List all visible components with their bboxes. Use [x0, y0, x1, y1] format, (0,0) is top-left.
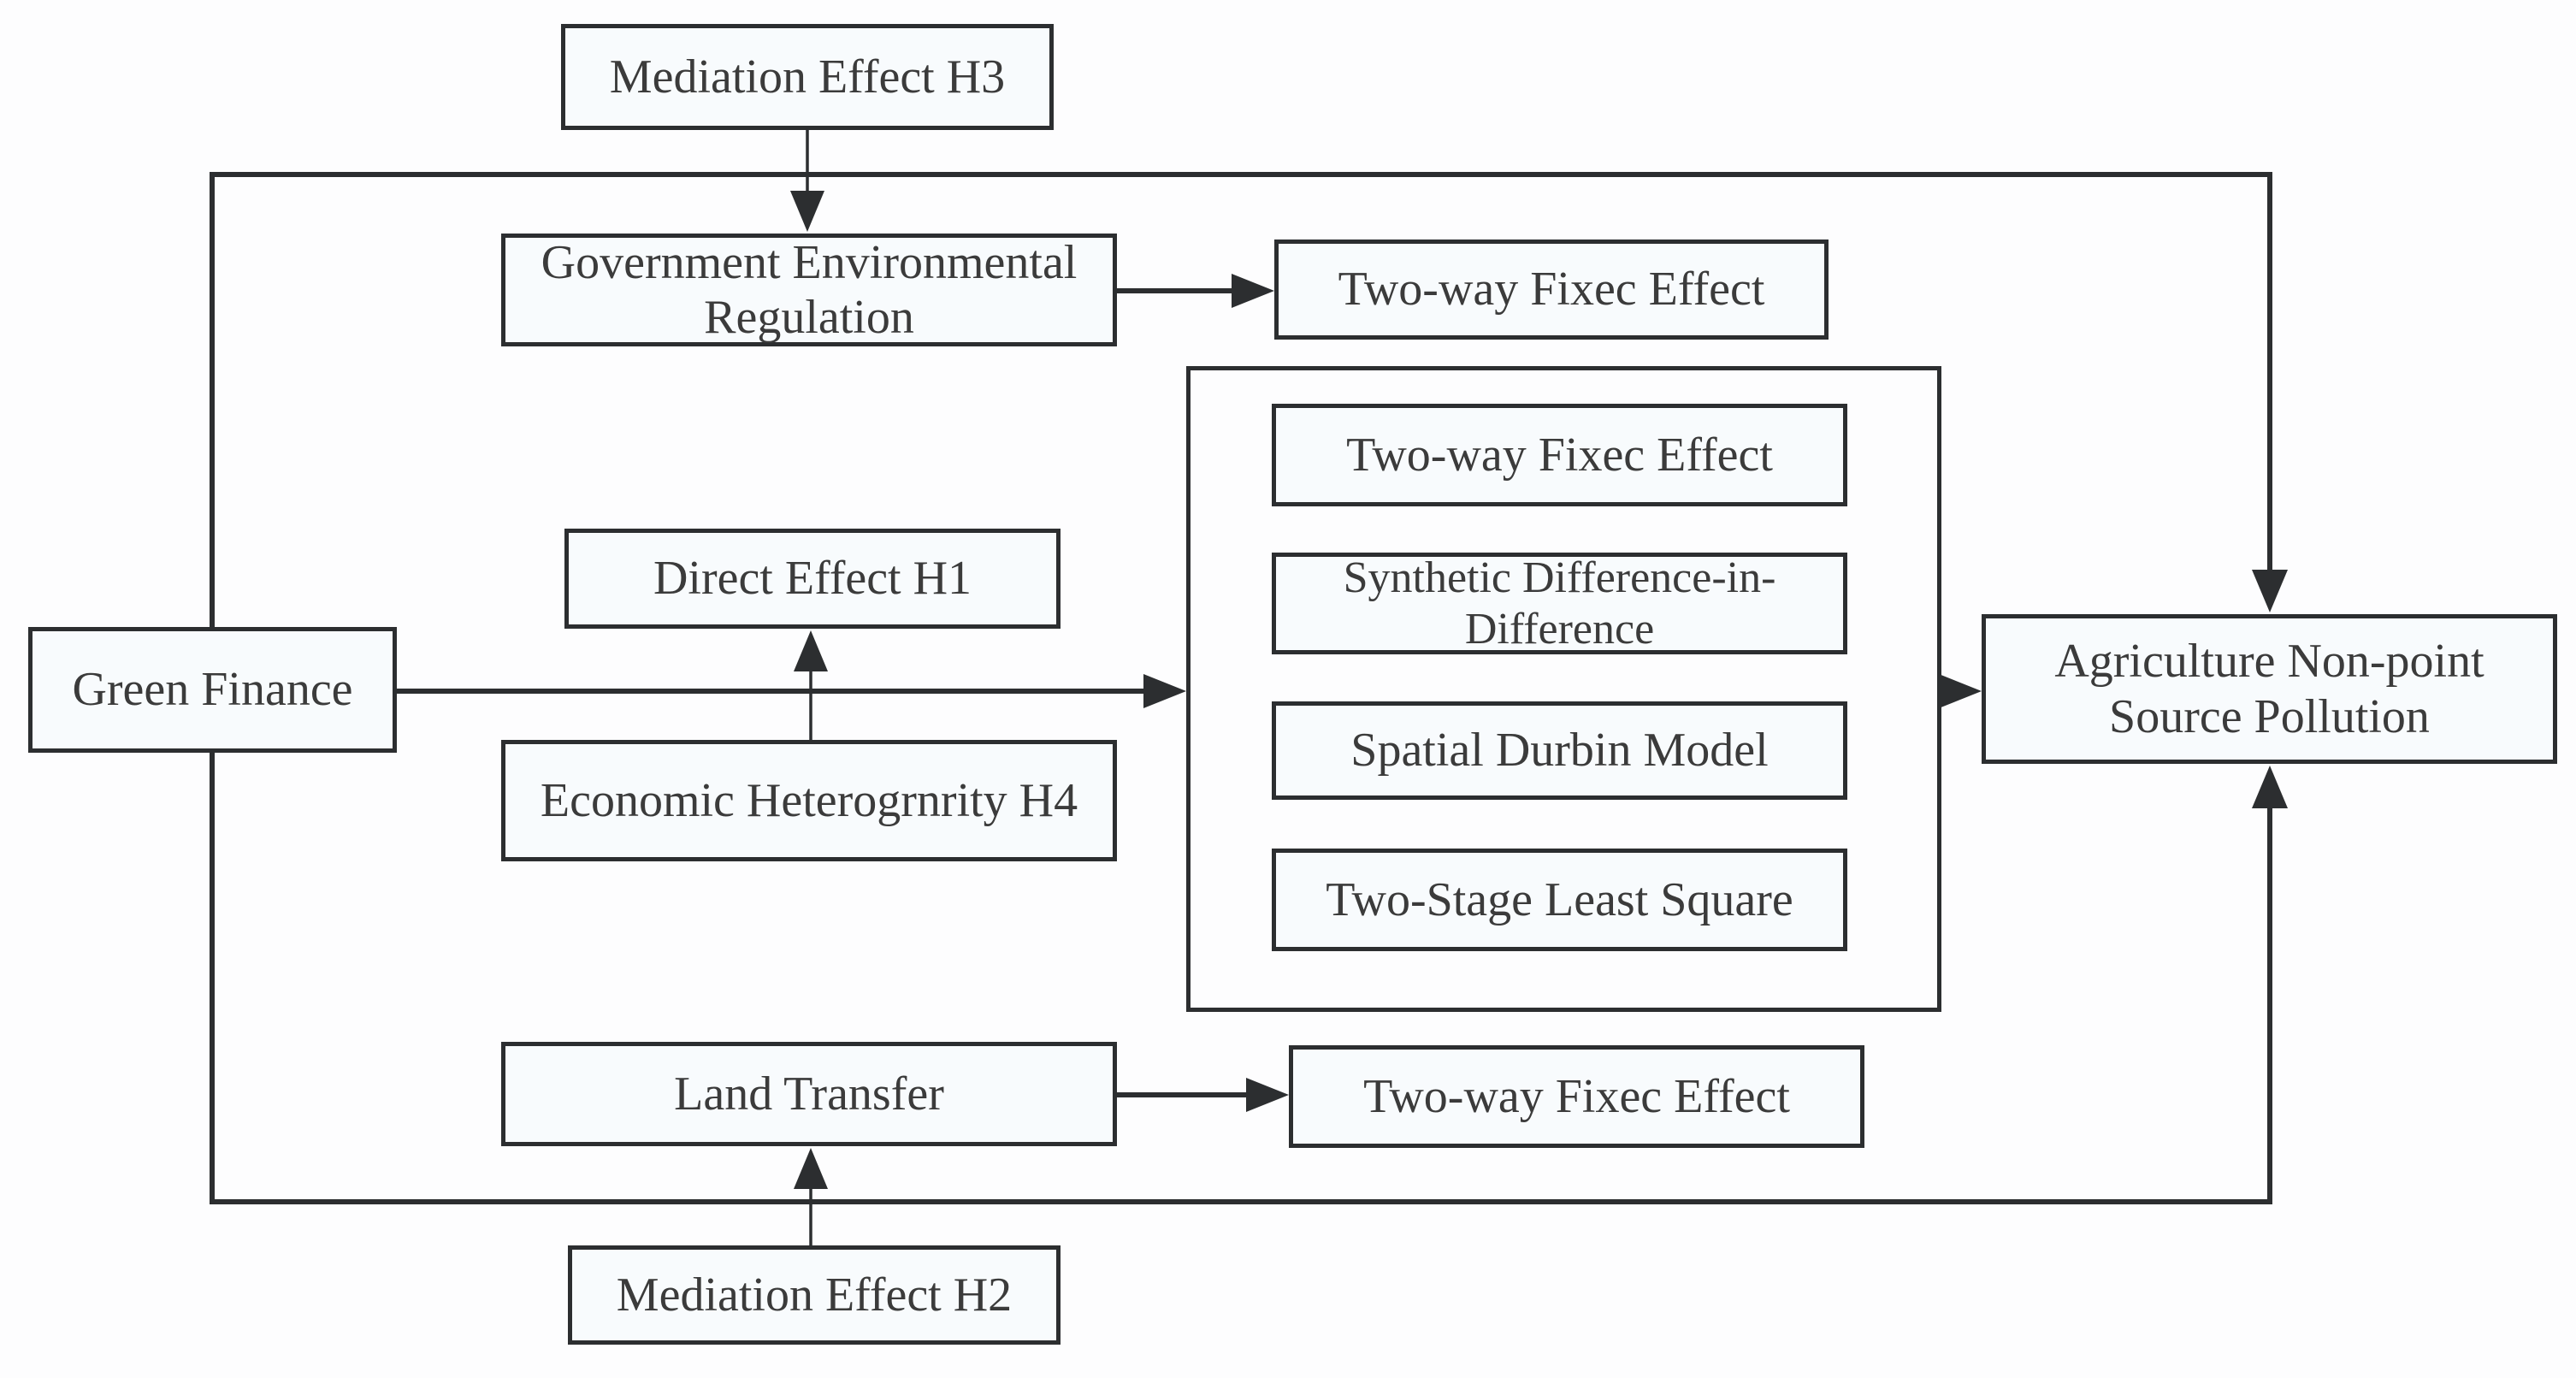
edge-economic-h4-to-direct-h1 [794, 630, 828, 740]
node-label: Green Finance [72, 663, 353, 717]
node-agriculture-nonpoint-source-pollution: Agriculture Non-point Source Pollution [1982, 614, 2557, 764]
node-government-environmental-regulation: Government Environmental Regulation [501, 234, 1117, 346]
edge-land-transfer-to-twoway-fixec [1117, 1078, 1289, 1112]
arrowhead-right-twoway-gov [1232, 274, 1274, 308]
edge-mediation-h2-to-land-transfer [794, 1148, 828, 1245]
edge-green-finance-to-methods [397, 674, 1186, 708]
arrowhead-down-gov-env [790, 191, 824, 232]
arrowhead-up-agriculture-bottom [2252, 766, 2288, 808]
arrowhead-up-land-transfer [794, 1148, 828, 1189]
arrowhead-right-methods [1143, 674, 1186, 708]
arrowhead-right-agriculture [1939, 674, 1982, 708]
node-label: Two-way Fixec Effect [1363, 1069, 1790, 1123]
node-method-two-stage-least-square: Two-Stage Least Square [1272, 849, 1847, 951]
node-label: Mediation Effect H2 [616, 1268, 1013, 1322]
node-label: Mediation Effect H3 [609, 50, 1006, 103]
edge-gov-env-to-twoway-fixec [1117, 274, 1274, 308]
edge-green-finance-top-loop-to-agriculture [210, 172, 2288, 627]
node-label: Government Environmental Regulation [541, 235, 1078, 344]
node-label: Economic Heterogrnrity H4 [540, 773, 1078, 827]
node-method-synthetic-did: Synthetic Difference-in- Difference [1272, 553, 1847, 654]
node-label: Agriculture Non-point Source Pollution [2054, 635, 2484, 743]
arrowhead-right-twoway-land [1246, 1078, 1289, 1112]
node-twoway-fixec-effect-land: Two-way Fixec Effect [1289, 1045, 1864, 1148]
node-economic-heterogeneity-h4: Economic Heterogrnrity H4 [501, 740, 1117, 861]
node-label: Synthetic Difference-in- Difference [1343, 553, 1776, 654]
node-green-finance: Green Finance [28, 627, 397, 753]
node-mediation-effect-h2: Mediation Effect H2 [568, 1245, 1061, 1345]
edge-methods-to-agriculture [1939, 674, 1982, 708]
node-twoway-fixec-effect-gov: Two-way Fixec Effect [1274, 240, 1829, 340]
edge-mediation-h3-to-gov-env [790, 130, 824, 232]
node-method-twoway-fixec-effect: Two-way Fixec Effect [1272, 404, 1847, 506]
edge-green-finance-bottom-loop-to-agriculture [210, 753, 2288, 1204]
node-land-transfer: Land Transfer [501, 1042, 1117, 1146]
node-method-spatial-durbin: Spatial Durbin Model [1272, 701, 1847, 800]
methods-group-box [1186, 366, 1941, 1012]
arrowhead-up-direct-h1 [794, 630, 828, 671]
node-label: Spatial Durbin Model [1350, 724, 1769, 778]
node-label: Two-Stage Least Square [1326, 872, 1793, 926]
node-direct-effect-h1: Direct Effect H1 [564, 529, 1061, 629]
node-label: Direct Effect H1 [653, 552, 972, 606]
node-label: Two-way Fixec Effect [1338, 263, 1765, 316]
node-label: Land Transfer [674, 1067, 944, 1121]
node-mediation-effect-h3: Mediation Effect H3 [561, 24, 1054, 130]
arrowhead-down-agriculture-top [2252, 570, 2288, 612]
node-label: Two-way Fixec Effect [1346, 428, 1773, 482]
